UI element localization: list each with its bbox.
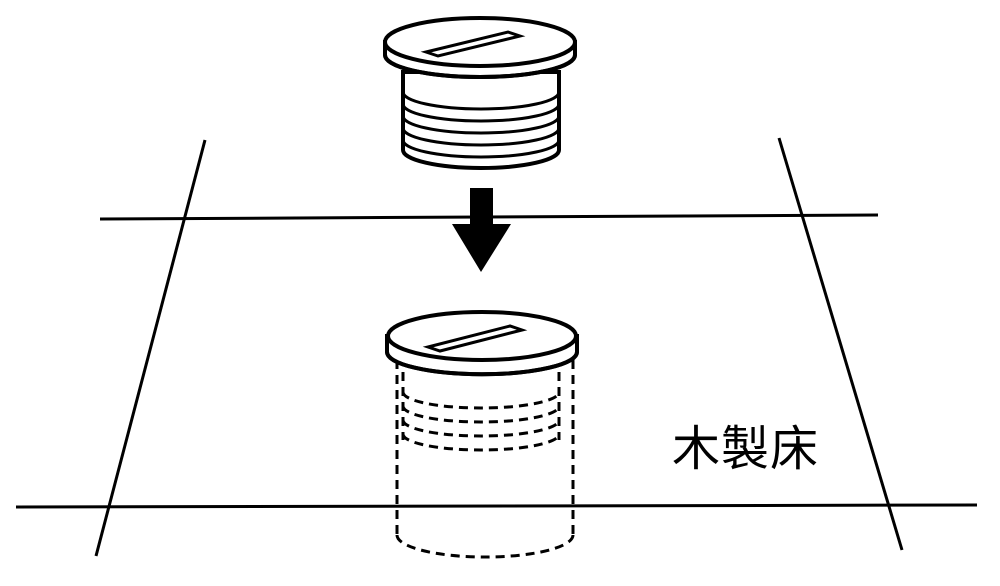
embedded-screw-plug-icon (385, 310, 579, 559)
floor-line-right (777, 137, 904, 551)
wooden-floor-label: 木製床 (672, 421, 820, 477)
threaded-screw-plug-icon (383, 16, 577, 170)
floor-line-left (94, 139, 207, 557)
floor-line-bottom (15, 503, 978, 509)
down-arrow-icon (452, 188, 511, 272)
